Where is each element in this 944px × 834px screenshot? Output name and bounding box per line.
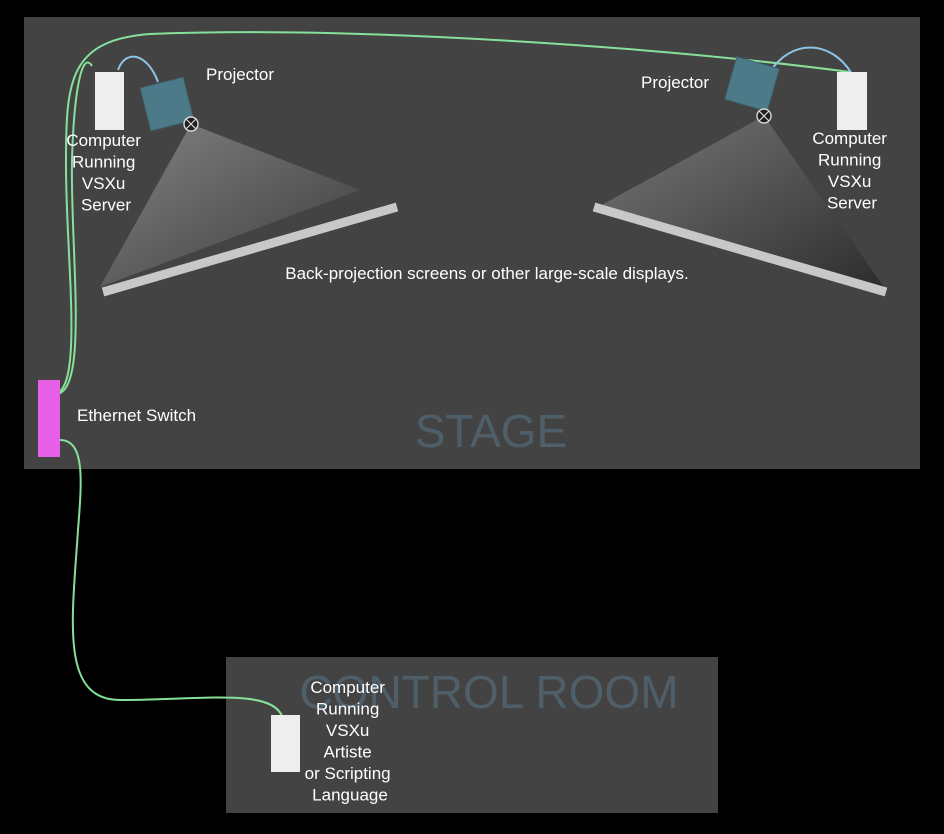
server-right-line: Server [827, 194, 877, 213]
projector-right [724, 56, 780, 112]
network-cable-switch-to-left-server [53, 61, 93, 396]
projector-left [139, 76, 195, 132]
artiste-line: VSXu [326, 721, 369, 740]
screens-caption: Back-projection screens or other large-s… [285, 264, 688, 283]
server-right-line: VSXu [828, 172, 871, 191]
control-room-label: CONTROL ROOM [299, 666, 678, 718]
server-left-line: Computer [66, 131, 141, 150]
computer-left-server [95, 72, 124, 130]
projector-left-label: Projector [206, 65, 274, 84]
artiste-line: or Scripting [305, 764, 391, 783]
network-cable-switch-to-right-server [53, 31, 851, 395]
video-cable-left [117, 55, 159, 83]
artiste-label: Computer Running VSXu Artiste or Scripti… [305, 678, 396, 805]
artiste-line: Artiste [324, 743, 372, 762]
server-left-line: Running [72, 153, 135, 172]
projection-screen-right [592, 202, 888, 297]
server-right-line: Computer [812, 129, 887, 148]
video-cable-right [769, 46, 853, 75]
projection-screen-left [101, 202, 399, 297]
control-room-area [226, 657, 718, 813]
server-left-label: Computer Running VSXu Server [66, 131, 145, 215]
ethernet-switch-label: Ethernet Switch [77, 406, 196, 425]
lens-icon [756, 108, 772, 124]
artiste-line: Language [312, 786, 388, 805]
server-left-line: VSXu [82, 174, 125, 193]
artiste-line: Running [316, 700, 379, 719]
stage-label: STAGE [415, 405, 568, 457]
ethernet-switch [38, 380, 60, 457]
server-left-line: Server [81, 196, 131, 215]
projection-beam-left [100, 124, 360, 287]
lens-icon [183, 116, 199, 132]
computer-right-server [837, 72, 867, 130]
projection-beam-right [598, 116, 886, 290]
artiste-line: Computer [310, 678, 385, 697]
server-right-line: Running [818, 151, 881, 170]
computer-artiste [271, 715, 300, 772]
server-right-label: Computer Running VSXu Server [812, 129, 891, 213]
network-cable-switch-to-artiste [59, 439, 283, 717]
projector-right-label: Projector [641, 73, 709, 92]
